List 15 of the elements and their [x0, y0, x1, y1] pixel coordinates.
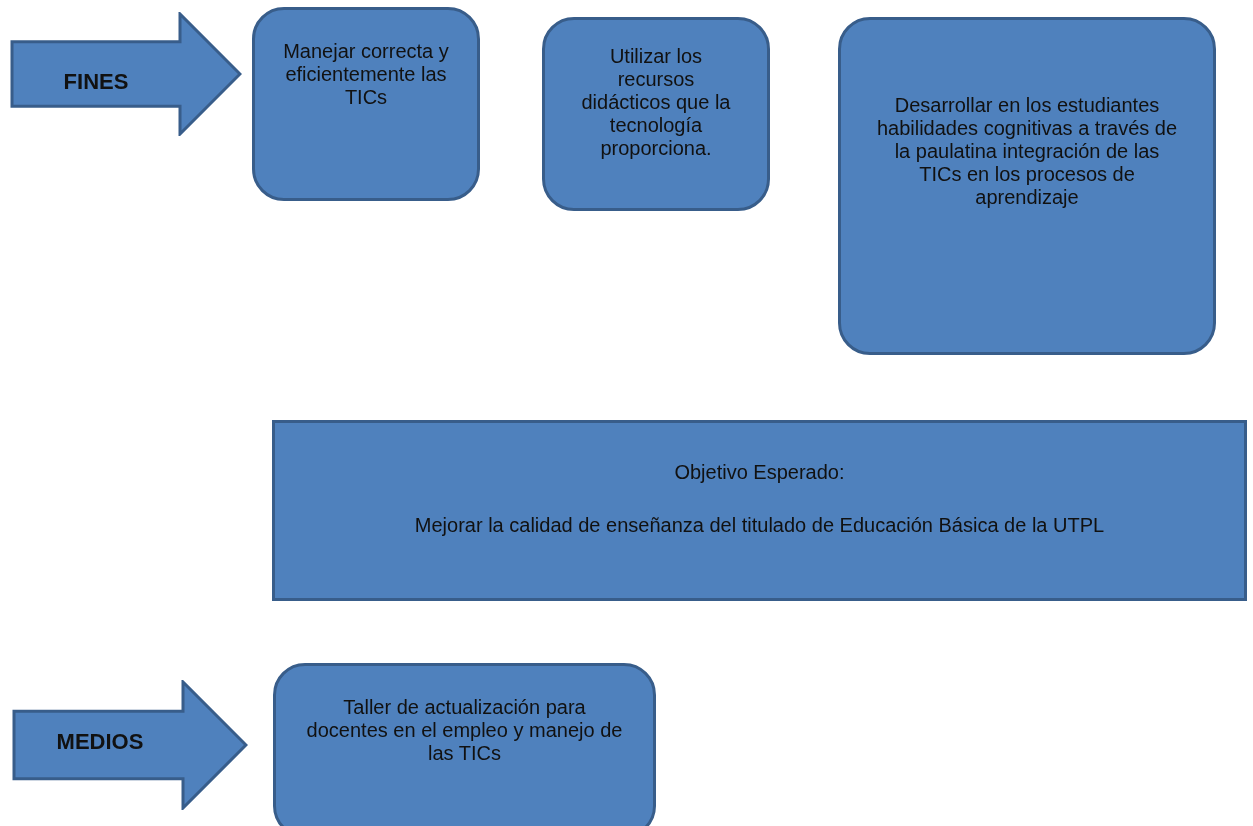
rounded-box — [838, 17, 1216, 355]
block-arrow — [10, 12, 242, 136]
rounded-box — [542, 17, 770, 211]
box-text: Manejar correcta y eficientemente las TICs — [283, 40, 449, 109]
box-text: Utilizar los recursos didácticos que la tecnología proporciona. — [580, 45, 732, 160]
objective-box — [272, 420, 1247, 601]
box-heading: Objetivo Esperado: — [674, 461, 845, 484]
arrow-label: FINES — [63, 70, 129, 93]
rounded-box — [252, 7, 480, 201]
rounded-box — [273, 663, 656, 826]
box-text: Mejorar la calidad de enseñanza del titulado de Educación Básica de la UTPL — [414, 514, 1105, 537]
block-arrow — [12, 680, 248, 810]
box-text: Desarrollar en los estudiantes habilidades cognitivas a través de la paulatina integración de las TICs en los procesos de aprendizaje — [875, 94, 1179, 209]
box-text: Taller de actualización para docentes en el empleo y manejo de las TICs — [305, 696, 624, 765]
arrow-label: MEDIOS — [56, 730, 144, 753]
